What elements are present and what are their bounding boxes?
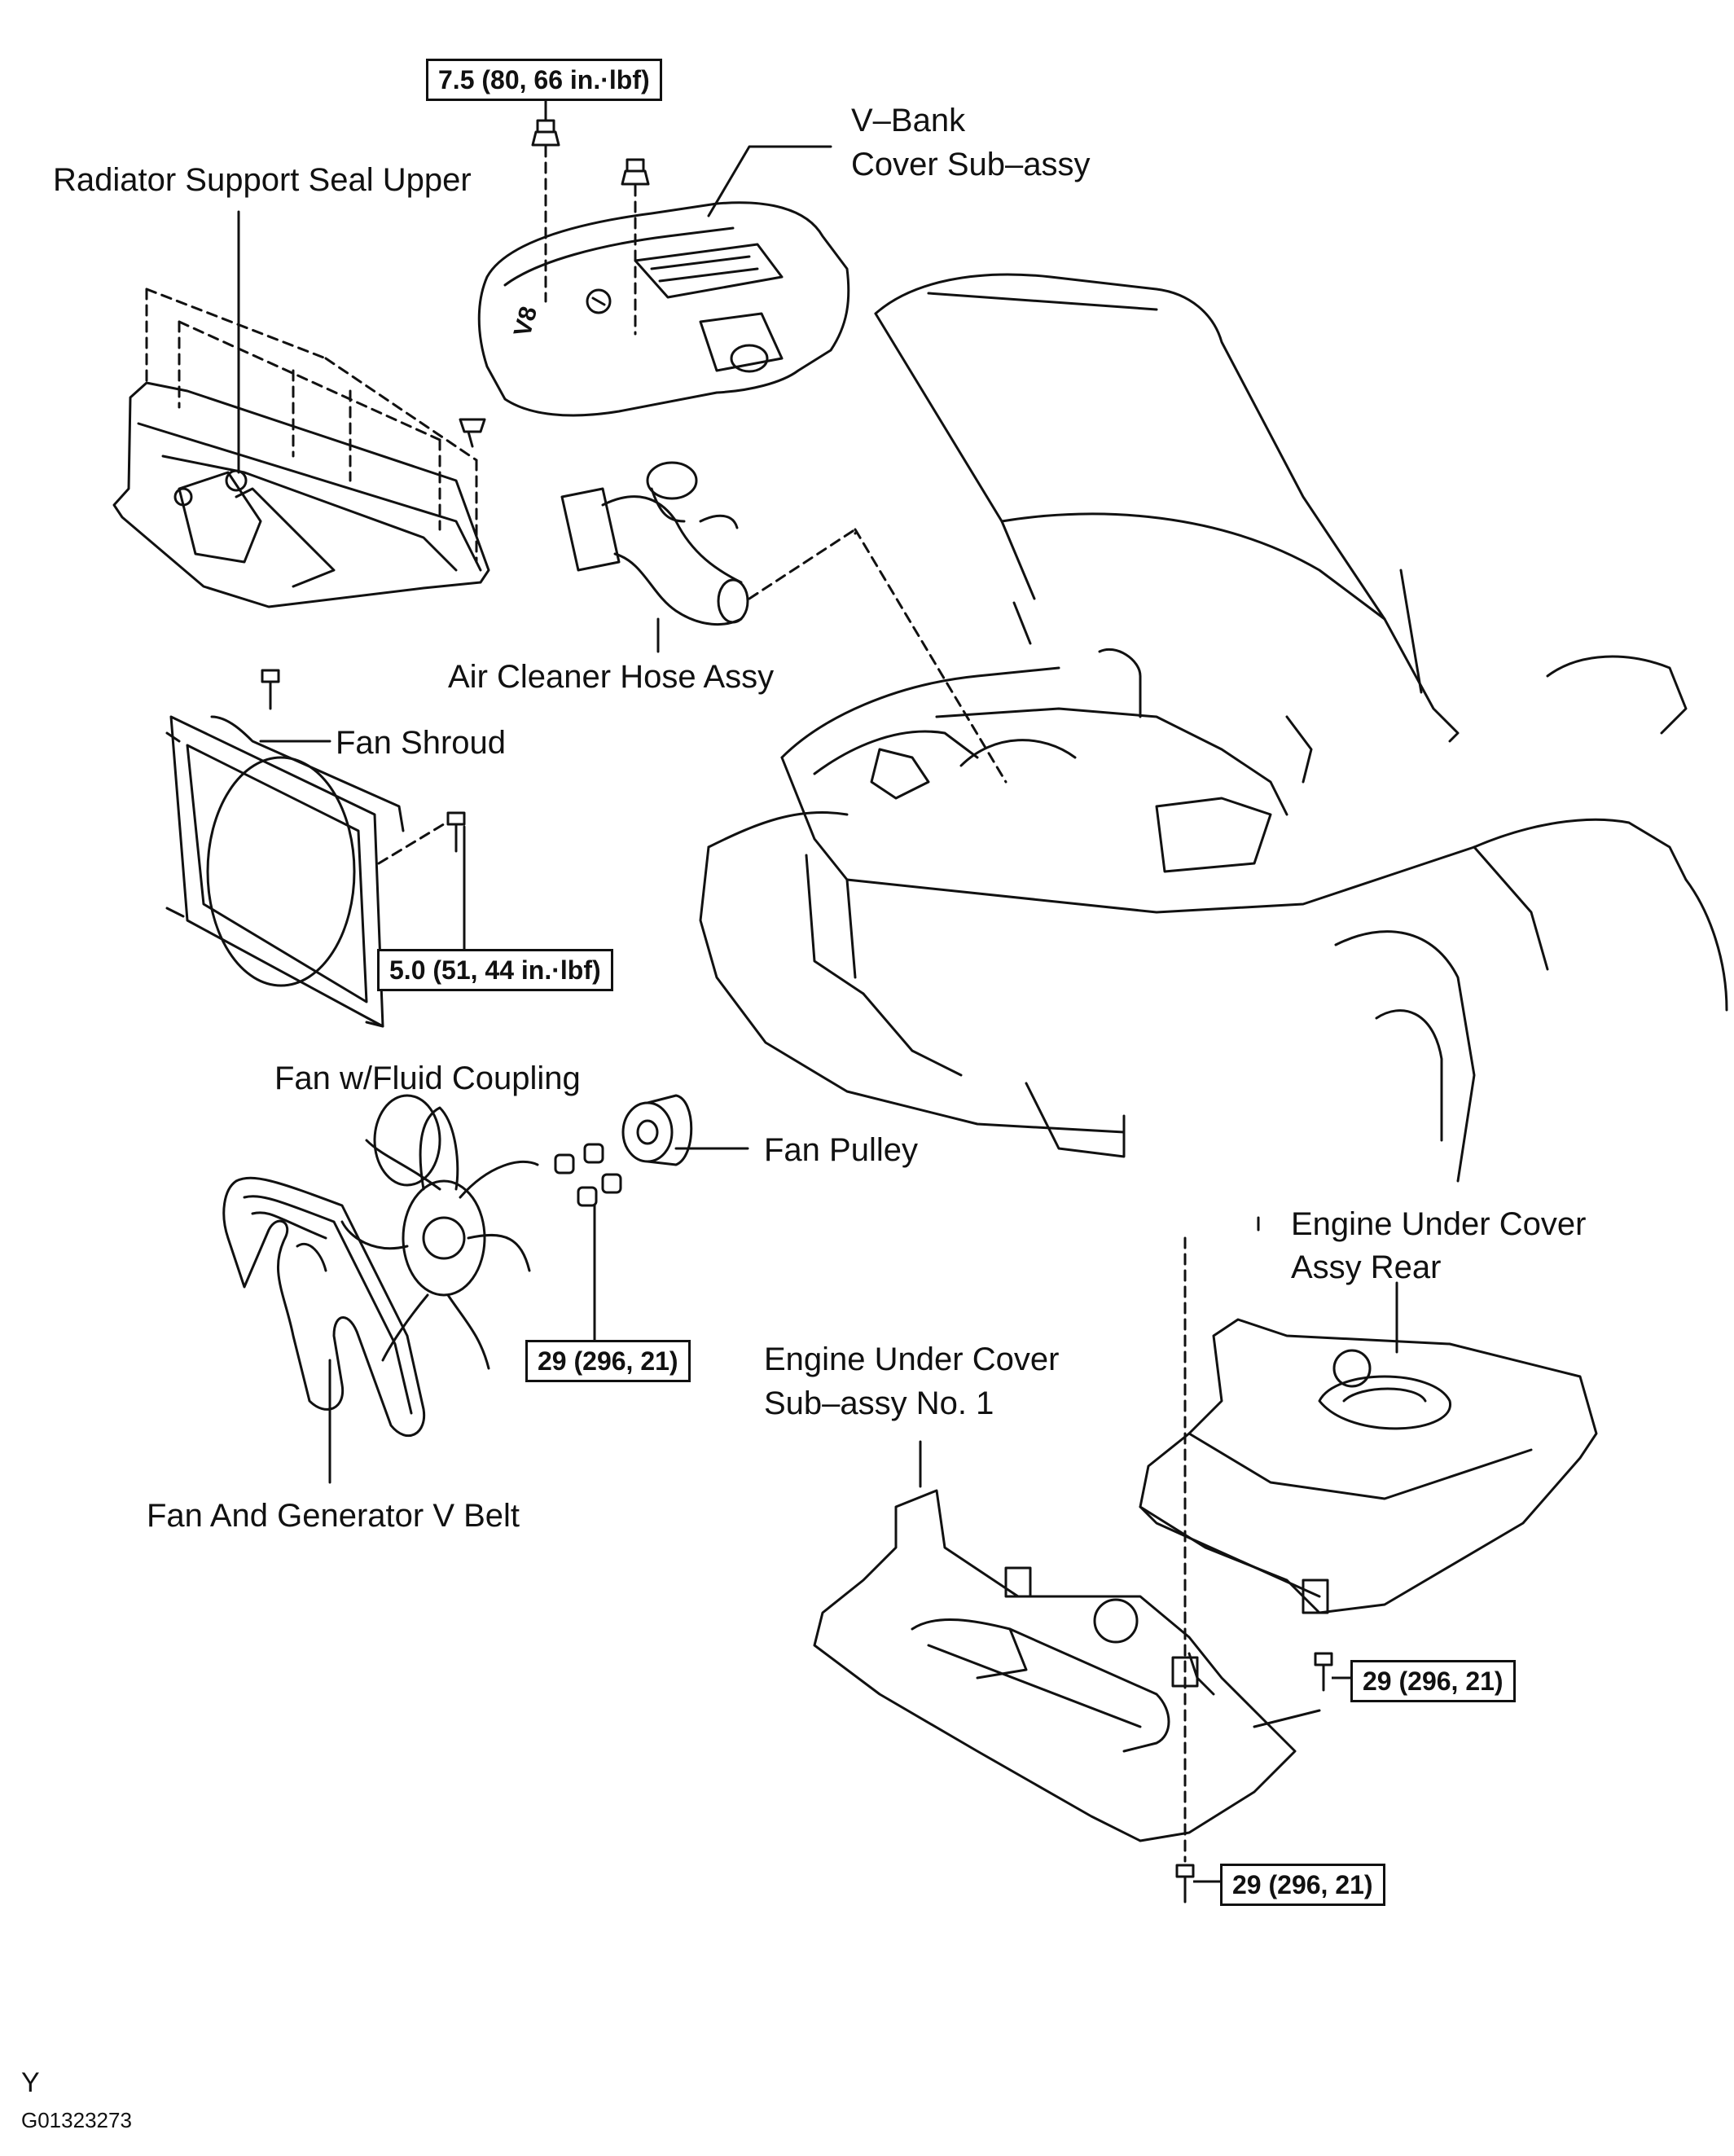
label-fan-pulley: Fan Pulley [764, 1132, 918, 1168]
engine-under-cover-rear-drawing [1139, 1318, 1598, 1614]
dashed-leader [854, 528, 1007, 784]
torque-spec-fan-nut: 29 (296, 21) [525, 1340, 691, 1382]
leader-line [707, 145, 832, 217]
v8-badge: V8 [509, 304, 542, 340]
dashed-leader [377, 821, 448, 865]
no1-cover-bolt-icon [1175, 1864, 1195, 1904]
label-under-cover-no1-line1: Engine Under Cover [764, 1341, 1060, 1377]
v-bank-nut-icon [621, 158, 650, 186]
label-v-bank-cover-line2: Cover Sub–assy [851, 147, 1091, 182]
seal-clip-icon [459, 418, 486, 448]
label-under-cover-no1-line2: Sub–assy No. 1 [764, 1385, 994, 1421]
fan-shroud-drawing [165, 715, 405, 1028]
rear-cover-bolt-icon [1314, 1652, 1333, 1692]
label-under-cover-rear-line1: Engine Under Cover [1291, 1206, 1587, 1242]
label-radiator-support-seal: Radiator Support Seal Upper [53, 162, 472, 198]
dashed-leader [748, 528, 857, 600]
label-v-bank-cover-line1: V–Bank [851, 103, 966, 138]
fan-shroud-bolt-icon [446, 811, 466, 853]
vehicle-front-drawing [699, 273, 1728, 1183]
figure-code: G01323273 [21, 2108, 132, 2132]
label-fan-fluid-coupling: Fan w/Fluid Coupling [274, 1060, 581, 1096]
torque-spec-rear-cover-bolt: 29 (296, 21) [1350, 1660, 1516, 1702]
torque-spec-no1-cover-bolt: 29 (296, 21) [1220, 1864, 1385, 1906]
torque-spec-v-bank-nut: 7.5 (80, 66 in.·lbf) [426, 59, 662, 101]
fan-generator-belt-drawing [222, 1176, 426, 1437]
radiator-support-seal-drawing [112, 381, 490, 608]
label-under-cover-rear-line2: Assy Rear [1291, 1249, 1442, 1285]
torque-spec-fan-shroud-bolt: 5.0 (51, 44 in.·lbf) [377, 949, 613, 991]
label-fan-shroud: Fan Shroud [336, 725, 507, 761]
seal-mount-guides [145, 288, 478, 564]
engine-under-cover-no1-drawing [813, 1489, 1321, 1842]
fan-nut-icon [554, 1143, 622, 1207]
label-fan-generator-belt: Fan And Generator V Belt [147, 1498, 520, 1534]
fan-pulley-drawing [621, 1094, 693, 1166]
v-bank-cover-drawing [477, 201, 850, 417]
fan-blade-drawing [340, 1094, 539, 1370]
label-air-cleaner-hose: Air Cleaner Hose Assy [448, 659, 775, 695]
figure-marker: Y [21, 2067, 40, 2098]
v-bank-nut-icon [531, 119, 560, 147]
air-cleaner-hose-drawing [560, 461, 749, 626]
fan-shroud-bolt-icon [261, 669, 280, 710]
